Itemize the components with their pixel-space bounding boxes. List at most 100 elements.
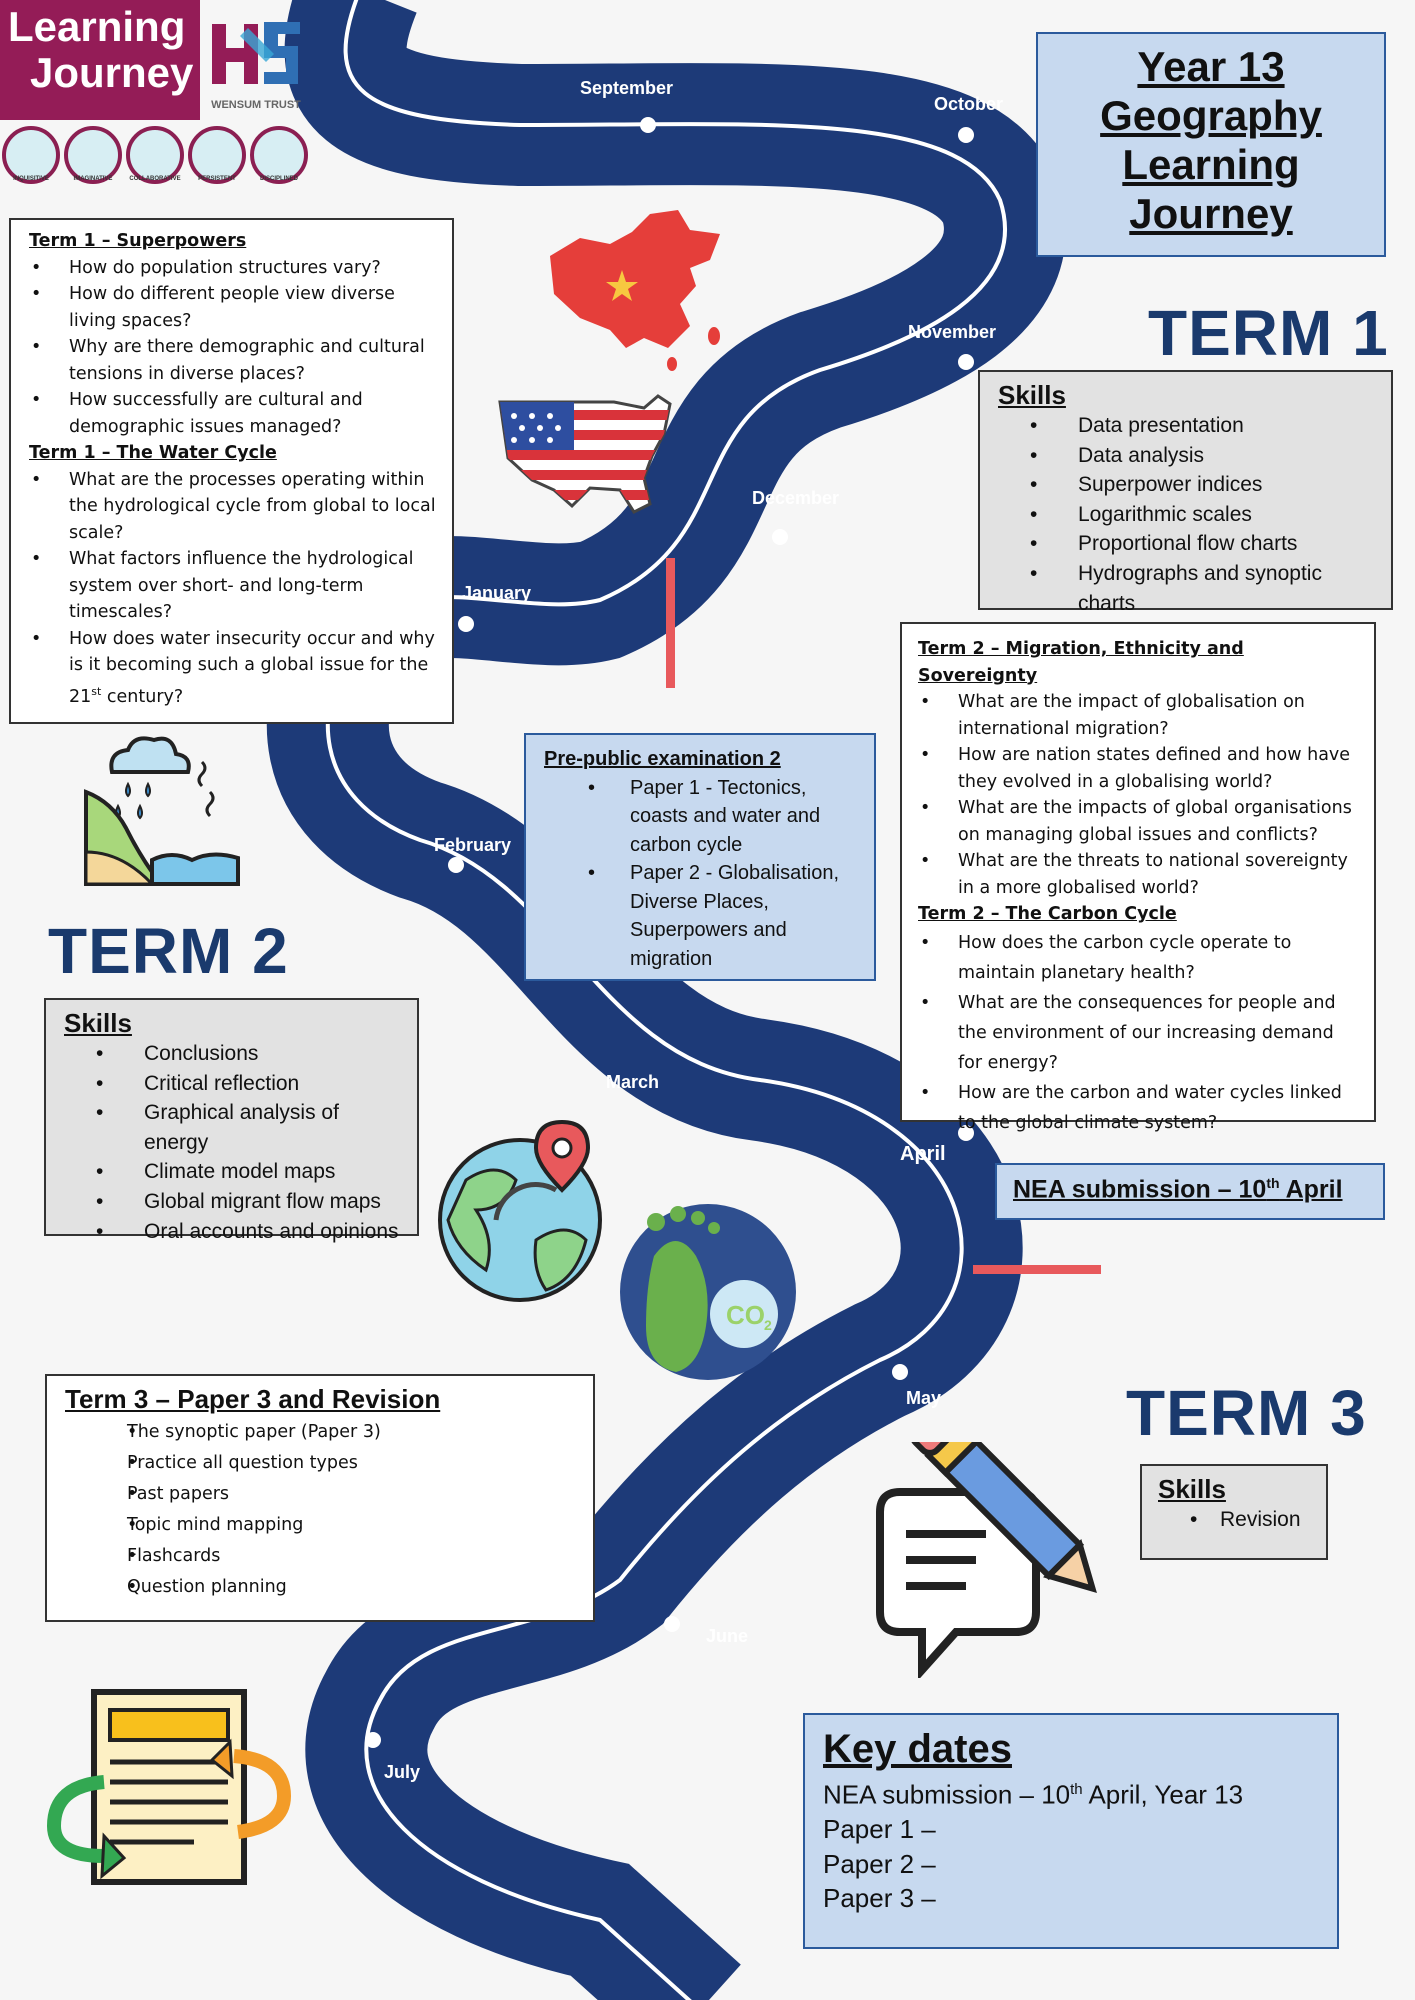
key-date-paper-2: Paper 2 – <box>823 1848 936 1879</box>
list-item: How does the carbon cycle operate to mai… <box>918 928 1362 988</box>
term-3-heading: TERM 3 <box>1126 1377 1367 1449</box>
list-item: How successfully are cultural and demogr… <box>29 387 440 440</box>
skills-heading: Skills <box>64 1008 132 1038</box>
nea-sup: th <box>1266 1175 1280 1191</box>
term-3-heading-box: Term 3 – Paper 3 and Revision <box>65 1384 441 1414</box>
value-label: PERSISTENT <box>198 176 236 182</box>
month-april: April <box>900 1143 946 1165</box>
list-item: How are nation states defined and how ha… <box>918 742 1362 795</box>
list-item: What are the consequences for people and… <box>918 988 1362 1078</box>
carbon-footprint-icon: CO 2 <box>620 1204 796 1380</box>
term-1-heading: TERM 1 <box>1148 297 1389 369</box>
marker-july <box>365 1732 381 1748</box>
pencil-message-icon <box>876 1442 1097 1678</box>
pre-public-exam-box: Pre-public examination 2 Paper 1 - Tecto… <box>524 733 876 981</box>
nea-tail: April <box>1279 1175 1343 1204</box>
list-item: Oral accounts and opinions <box>64 1217 407 1247</box>
list-item: Graphical analysis of energy <box>64 1098 407 1157</box>
value-label: DISCIPLINED <box>259 176 298 182</box>
list-item: Data presentation <box>998 411 1379 441</box>
month-november: November <box>908 322 997 342</box>
list-item: How are the carbon and water cycles link… <box>918 1078 1362 1138</box>
list-item: Global migrant flow maps <box>64 1187 407 1217</box>
revision-document-icon <box>46 1689 292 1885</box>
term-2-carbon-cycle-heading: Term 2 – The Carbon Cycle <box>918 904 1177 924</box>
key-date-nea: NEA submission – 10th April, Year 13 <box>823 1779 1244 1810</box>
list-item: What are the processes operating within … <box>29 467 440 547</box>
term-3-content-box: Term 3 – Paper 3 and Revision The synopt… <box>45 1374 595 1622</box>
list-item: What are the impacts of global organisat… <box>918 795 1362 848</box>
term-2-skills-box: Skills Conclusions Critical reflection G… <box>44 998 419 1246</box>
marker-november <box>958 354 974 370</box>
month-february: February <box>434 835 512 855</box>
key-date-paper-3: Paper 3 – <box>823 1883 936 1914</box>
list-item: What factors influence the hydrological … <box>29 546 440 626</box>
svg-text:CO: CO <box>726 1300 765 1330</box>
list-item: Practice all question types <box>65 1448 581 1479</box>
month-december: December <box>752 488 840 508</box>
page-title: Year 13 Geography Learning Journey <box>1036 32 1386 257</box>
key-dates-heading: Key dates <box>823 1727 1012 1771</box>
value-inquisitive-icon <box>2 126 60 184</box>
marker-february <box>448 857 464 873</box>
value-label: COLLABORATIVE <box>129 176 181 182</box>
term-1-skills-box: Skills Data presentation Data analysis S… <box>978 370 1393 615</box>
list-item: Climate model maps <box>64 1157 407 1187</box>
list-item: Conclusions <box>64 1039 407 1069</box>
value-label: IMAGINATIVE <box>73 176 113 182</box>
list-item: Superpower indices <box>998 470 1379 500</box>
ppe-heading: Pre-public examination 2 <box>544 748 781 770</box>
list-item: The synoptic paper (Paper 3) <box>65 1417 581 1448</box>
marker-january <box>458 616 474 632</box>
month-march: March <box>606 1072 660 1092</box>
list-item: Flashcards <box>65 1541 581 1572</box>
skills-heading: Skills <box>1158 1474 1226 1504</box>
month-september: September <box>580 78 674 98</box>
learning-journey-logo: Learning Journey <box>0 0 200 120</box>
list-item: Why are there demographic and cultural t… <box>29 334 440 387</box>
value-imaginative-icon <box>64 126 122 184</box>
term-2-content-box: Term 2 – Migration, Ethnicity and Sovere… <box>900 622 1376 1133</box>
month-july: July <box>384 1762 421 1782</box>
key-dates-box: Key dates NEA submission – 10th April, Y… <box>803 1713 1339 1949</box>
marker-december <box>772 529 788 545</box>
month-may: May <box>906 1388 942 1408</box>
wensum-trust-icon <box>212 22 300 84</box>
nea-text: NEA submission – 10 <box>1013 1175 1267 1204</box>
list-item: How does water insecurity occur and why … <box>29 626 440 710</box>
nea-submission-banner: NEA submission – 10th April <box>995 1163 1385 1220</box>
month-june: June <box>706 1626 749 1646</box>
month-october: October <box>934 94 1004 114</box>
list-item: Revision <box>1158 1505 1316 1535</box>
svg-text:2: 2 <box>764 1317 772 1333</box>
marker-june <box>664 1616 680 1632</box>
globe-pin-icon <box>438 1120 602 1302</box>
list-item: What are the threats to national soverei… <box>918 848 1362 901</box>
term-1-content-box: Term 1 – Superpowers How do population s… <box>9 218 454 724</box>
term-divider-2 <box>973 1265 1101 1274</box>
china-map-icon <box>550 210 720 371</box>
term-1-water-cycle-heading: Term 1 – The Water Cycle <box>29 443 277 463</box>
term-1-superpowers-heading: Term 1 – Superpowers <box>29 231 247 251</box>
wensum-trust-logo: WENSUM TRUST <box>208 14 304 118</box>
value-label: INQUISITIVE <box>13 176 49 182</box>
value-persistent-icon <box>188 126 246 184</box>
usa-flag-map-icon <box>498 394 672 514</box>
list-item: Paper 2 - Globalisation, Diverse Places,… <box>544 859 862 973</box>
month-january: January <box>462 583 532 603</box>
marker-september <box>640 117 656 133</box>
list-item: What are the impact of globalisation on … <box>918 689 1362 742</box>
term-2-migration-heading: Term 2 – Migration, Ethnicity and Sovere… <box>918 639 1244 686</box>
list-item: Data analysis <box>998 441 1379 471</box>
list-item: Critical reflection <box>64 1069 407 1099</box>
term-divider-1 <box>666 558 675 688</box>
list-item: Question planning <box>65 1572 581 1603</box>
list-item: Past papers <box>65 1479 581 1510</box>
value-disciplined-icon <box>250 126 308 184</box>
skills-heading: Skills <box>998 380 1066 410</box>
list-item: Logarithmic scales <box>998 500 1379 530</box>
list-item: Hydrographs and synoptic charts <box>998 559 1379 618</box>
term-3-skills-box: Skills Revision <box>1140 1464 1328 1560</box>
marker-october <box>958 127 974 143</box>
rain-cliff-icon <box>84 736 240 886</box>
